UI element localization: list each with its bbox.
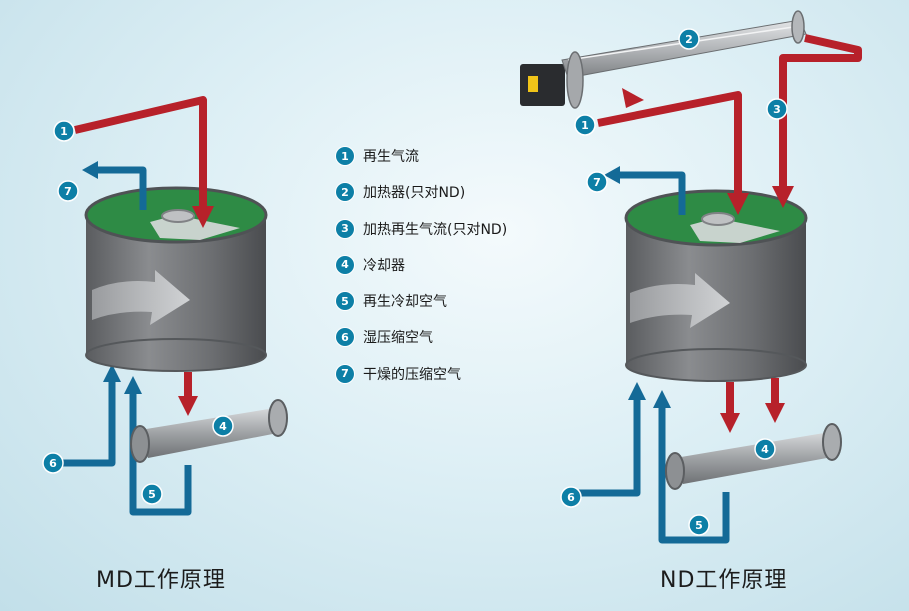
- md-badge-4: 4: [212, 415, 234, 437]
- md-rotation-arrow: [92, 270, 190, 325]
- svg-text:1: 1: [581, 119, 589, 132]
- nd-regen-out-arrow-b: [765, 403, 785, 423]
- md-dry-air-arrow: [82, 161, 98, 179]
- legend-item-heater: 2 加热器(只对ND): [336, 182, 507, 202]
- nd-dry-air-pipe: [618, 171, 686, 215]
- nd-caption: ND工作原理: [660, 568, 788, 593]
- svg-text:4: 4: [761, 443, 769, 456]
- md-rotor-bottom-rim: [85, 338, 267, 372]
- md-badge-5: 5: [141, 483, 163, 505]
- legend-label: 再生冷却空气: [363, 294, 447, 311]
- nd-badge-5: 5: [688, 514, 710, 536]
- nd-badge-3: 3: [766, 98, 788, 120]
- svg-text:5: 5: [148, 488, 156, 501]
- nd-regen-out-arrow-a: [720, 413, 740, 433]
- legend-label: 干燥的压缩空气: [363, 366, 461, 383]
- legend-badge: 2: [336, 183, 354, 202]
- nd-heater: [520, 10, 807, 109]
- nd-dryer-group: [520, 10, 862, 544]
- legend-badge: 5: [336, 292, 354, 311]
- md-regen-pipe: [74, 96, 207, 208]
- md-cooling-air-arrow: [124, 376, 142, 394]
- nd-badge-4: 4: [754, 438, 776, 460]
- nd-badge-1: 1: [574, 114, 596, 136]
- md-badge-1: 1: [53, 120, 75, 142]
- legend-label: 湿压缩空气: [363, 330, 433, 347]
- legend: 1 再生气流 2 加热器(只对ND) 3 加热再生气流(只对ND) 4 冷却器 …: [336, 146, 507, 400]
- legend-label: 再生气流: [363, 149, 419, 165]
- nd-cooler: [665, 423, 842, 490]
- md-badge-7: 7: [57, 180, 79, 202]
- md-regen-arrow: [192, 206, 214, 228]
- nd-regen-pipe: [597, 91, 742, 195]
- legend-item-cooler: 4 冷却器: [336, 255, 507, 275]
- svg-text:6: 6: [49, 457, 57, 470]
- md-badge-6: 6: [42, 452, 64, 474]
- nd-badge-6: 6: [560, 486, 582, 508]
- md-wet-air-pipe: [55, 380, 116, 467]
- nd-regen-inlet-arrow: [622, 88, 644, 108]
- nd-rotation-arrow: [630, 273, 730, 328]
- badge-layer: 1 7 4 6 5 2 3 1 7 4 6 5: [42, 28, 788, 536]
- legend-item-regen-air: 1 再生气流: [336, 146, 507, 166]
- nd-heated-regen-arrow: [772, 186, 794, 208]
- svg-text:6: 6: [567, 491, 575, 504]
- nd-hub: [701, 212, 735, 226]
- md-dry-air-pipe: [96, 166, 147, 210]
- nd-cooling-air-pipe: [658, 405, 730, 544]
- md-caption: MD工作原理: [96, 568, 226, 593]
- legend-label: 冷却器: [363, 257, 405, 274]
- legend-badge: 6: [336, 328, 354, 347]
- svg-text:3: 3: [773, 103, 781, 116]
- nd-wet-air-pipe: [575, 398, 641, 497]
- nd-cooling-air-arrow: [653, 390, 671, 408]
- md-regen-out-arrow: [178, 396, 198, 416]
- legend-badge: 3: [336, 219, 354, 238]
- legend-label: 加热再生气流(只对ND): [363, 221, 508, 238]
- md-cooler: [130, 399, 288, 463]
- legend-item-regen-cooling-air: 5 再生冷却空气: [336, 291, 507, 311]
- legend-item-heated-regen-air: 3 加热再生气流(只对ND): [336, 219, 507, 239]
- svg-text:5: 5: [695, 519, 703, 532]
- nd-rotor-bottom-rim: [625, 348, 807, 382]
- legend-item-dry-air: 7 干燥的压缩空气: [336, 364, 507, 384]
- legend-label: 加热器(只对ND): [363, 185, 466, 202]
- nd-regen-arrow: [727, 193, 749, 215]
- nd-badge-2: 2: [678, 28, 700, 50]
- legend-badge: 7: [336, 364, 354, 383]
- legend-badge: 4: [336, 255, 354, 274]
- nd-badge-7: 7: [586, 171, 608, 193]
- md-wet-air-arrow: [103, 364, 121, 382]
- svg-text:7: 7: [593, 176, 601, 189]
- md-hub: [161, 209, 195, 223]
- svg-text:4: 4: [219, 420, 227, 433]
- svg-text:7: 7: [64, 185, 72, 198]
- legend-item-wet-air: 6 湿压缩空气: [336, 327, 507, 347]
- nd-heated-regen-pipe: [779, 34, 862, 188]
- nd-dry-air-arrow: [604, 166, 620, 184]
- legend-badge: 1: [336, 147, 354, 165]
- svg-text:2: 2: [685, 33, 693, 46]
- svg-text:1: 1: [60, 125, 68, 138]
- md-dryer-group: [55, 96, 288, 516]
- nd-wet-air-arrow: [628, 382, 646, 400]
